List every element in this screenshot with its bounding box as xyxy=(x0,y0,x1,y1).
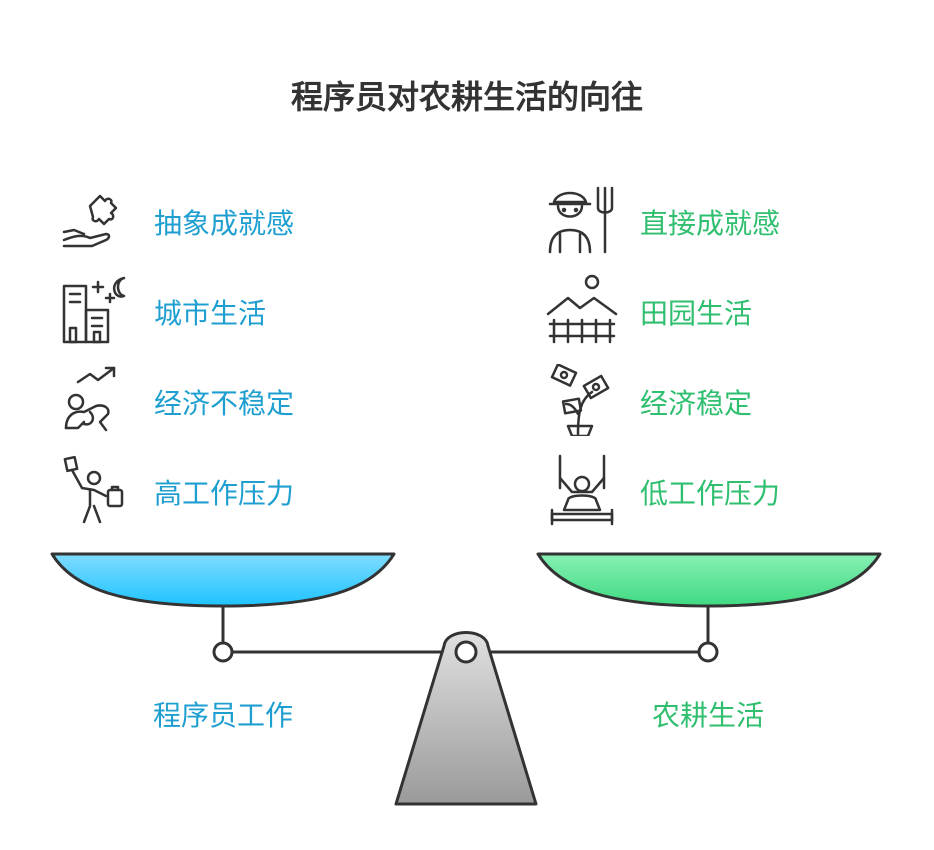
right-item-countryside-life: 田园生活 xyxy=(546,274,906,344)
farmer-pitchfork-icon xyxy=(548,186,614,254)
left-item-label: 经济不稳定 xyxy=(154,387,295,420)
stressed-worker-icon xyxy=(63,455,124,524)
left-item-label: 城市生活 xyxy=(154,297,267,330)
right-item-label: 低工作压力 xyxy=(640,477,781,510)
left-item-city-life: 城市生活 xyxy=(60,274,420,344)
money-plant-icon xyxy=(550,364,610,436)
left-pan xyxy=(50,552,396,608)
city-night-icon xyxy=(62,276,126,344)
left-item-label: 抽象成就感 xyxy=(154,207,295,240)
right-item-low-work-pressure: 低工作压力 xyxy=(546,454,906,526)
right-item-label: 直接成就感 xyxy=(640,207,781,240)
left-item-economic-instability: 经济不稳定 xyxy=(60,364,420,434)
scale-fulcrum xyxy=(394,631,538,806)
right-item-label: 田园生活 xyxy=(640,297,753,330)
right-item-economic-stability: 经济稳定 xyxy=(546,364,906,436)
swing-relax-icon xyxy=(550,454,614,526)
fulcrum-pin xyxy=(454,640,478,664)
left-item-abstract-achievement: 抽象成就感 xyxy=(60,184,420,254)
right-item-label: 经济稳定 xyxy=(640,387,753,420)
countryside-fence-icon xyxy=(546,274,618,344)
left-pivot-joint xyxy=(212,641,234,663)
puzzle-hand-icon xyxy=(62,194,118,248)
right-item-direct-achievement: 直接成就感 xyxy=(546,184,906,254)
right-pivot-joint xyxy=(697,641,719,663)
left-pan-label: 程序员工作 xyxy=(152,699,293,732)
left-item-high-work-pressure: 高工作压力 xyxy=(60,454,420,524)
left-item-label: 高工作压力 xyxy=(154,477,295,510)
right-pan-label: 农耕生活 xyxy=(651,699,764,732)
page-title: 程序员对农耕生活的向往 xyxy=(290,78,643,116)
right-pan xyxy=(536,552,882,608)
falling-chart-person-icon xyxy=(64,366,116,432)
